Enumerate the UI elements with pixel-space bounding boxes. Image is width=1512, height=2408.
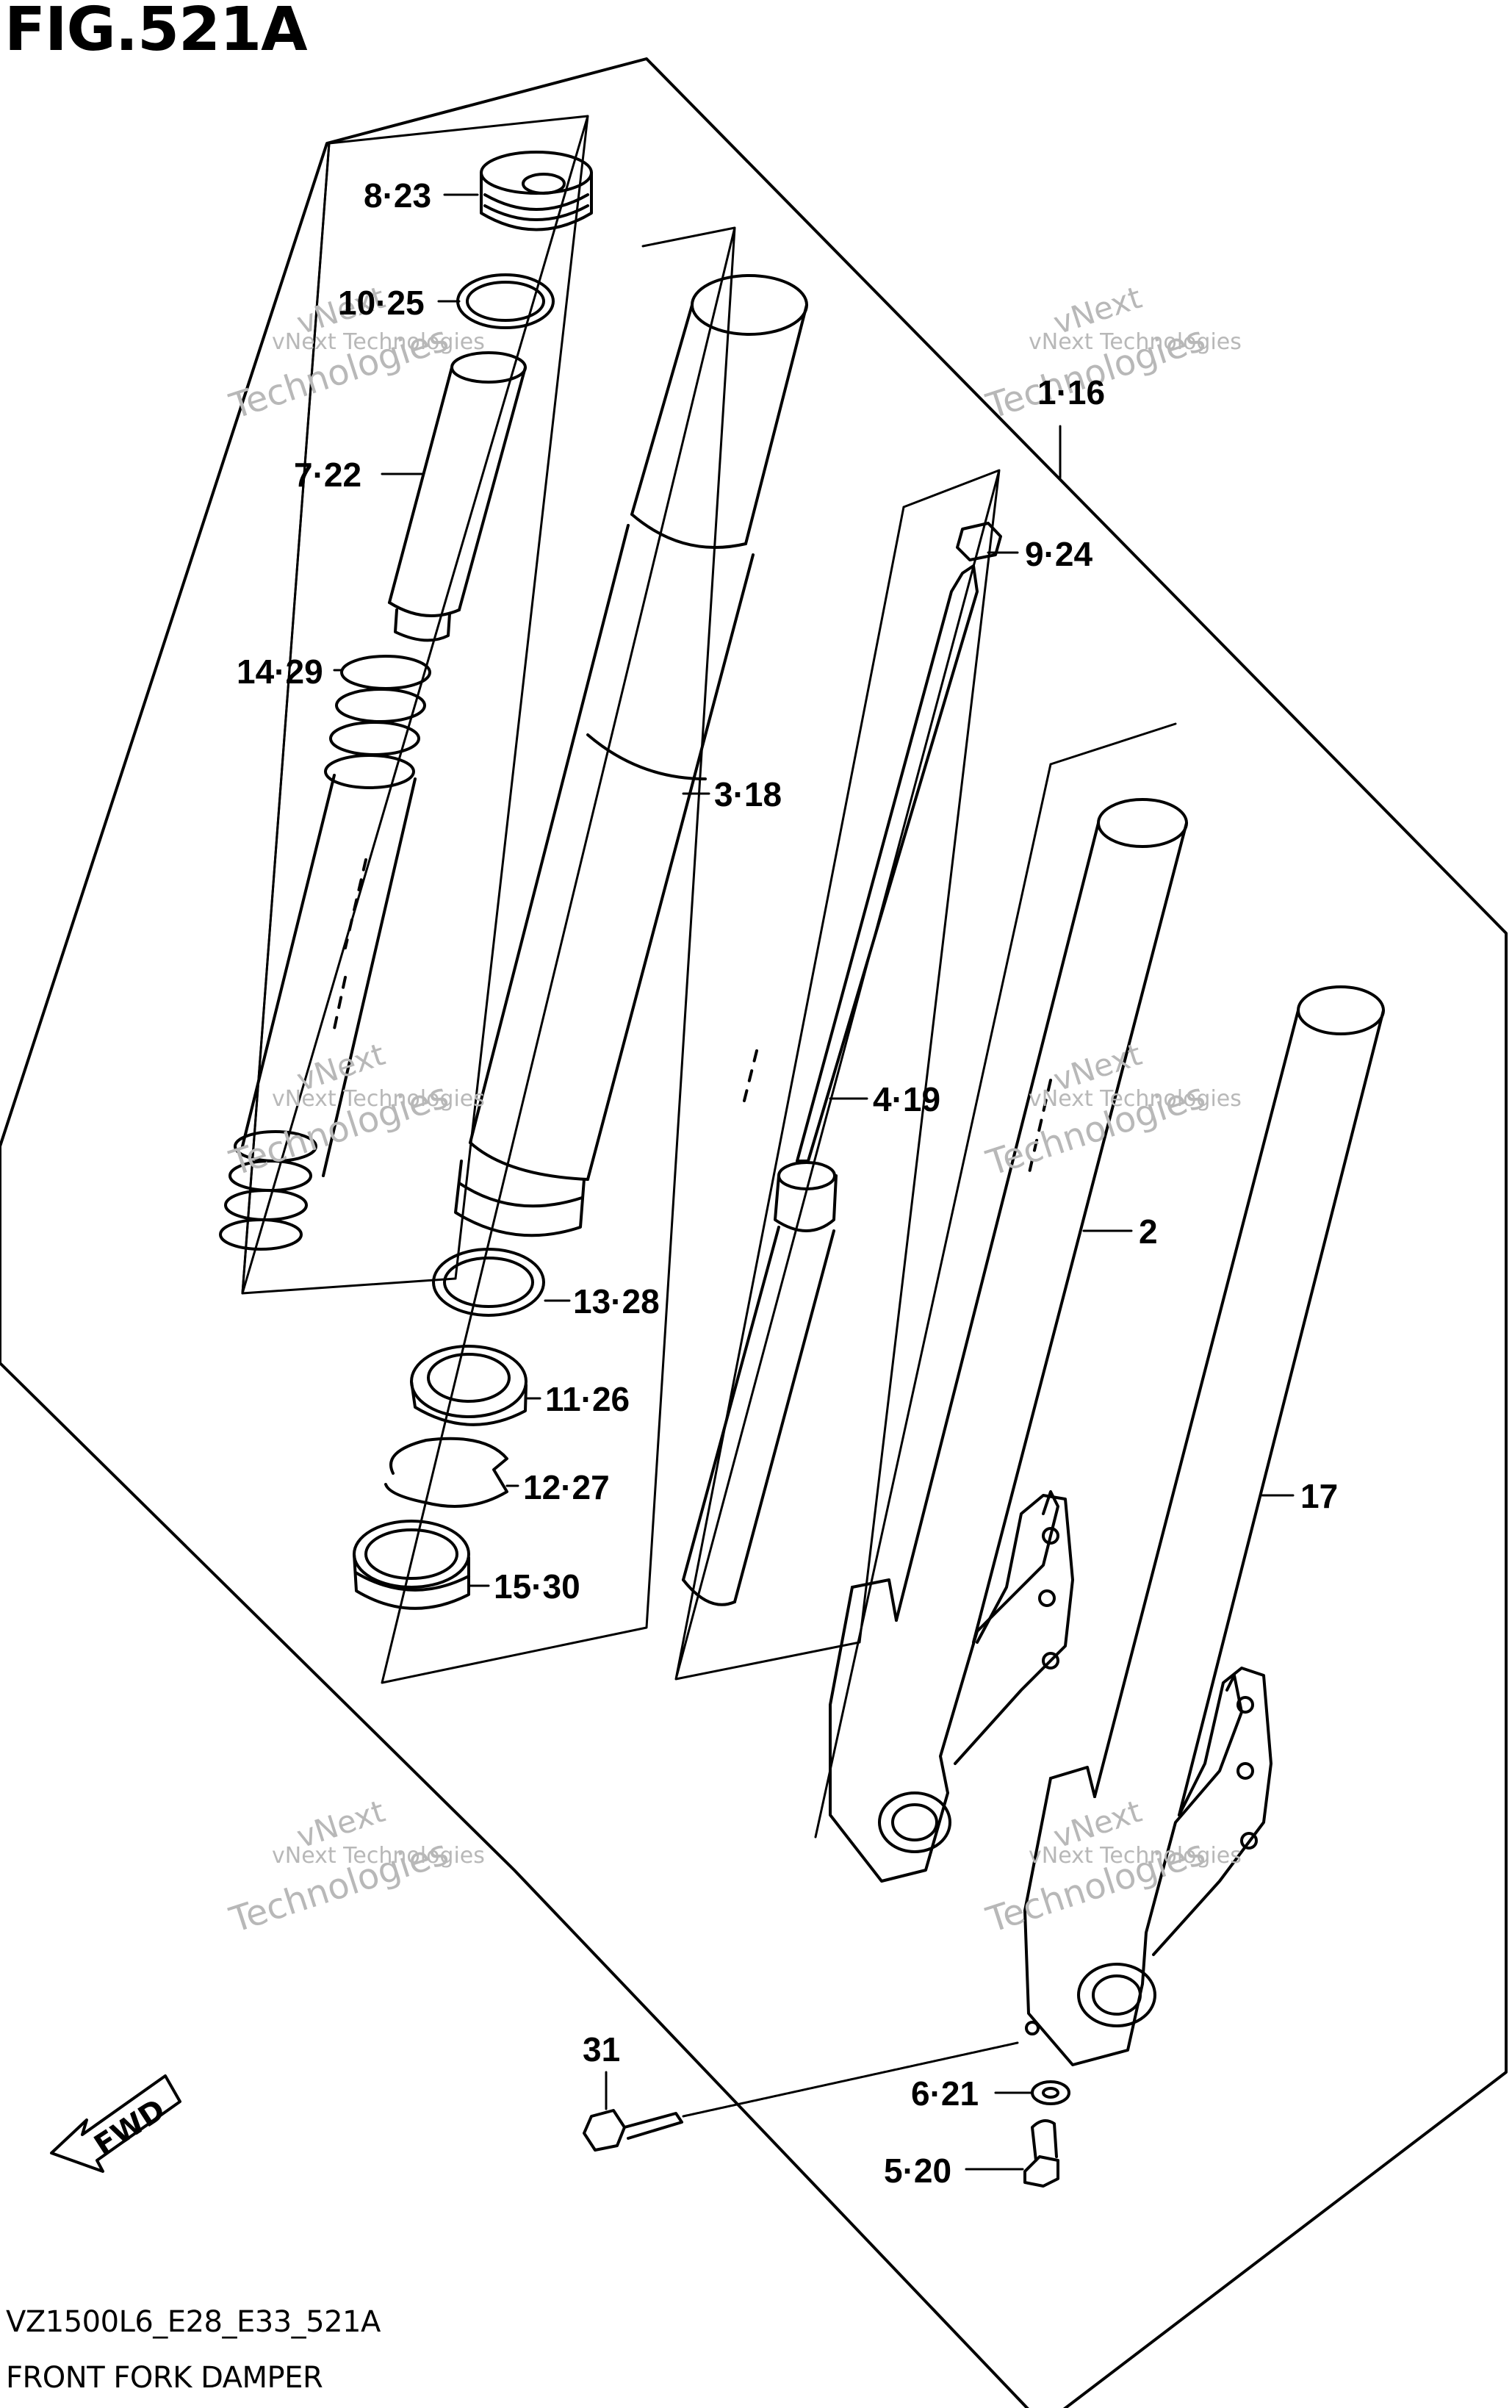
part-labels: 8·23 10·25 7·22 14·29 1·16 9·24 3·18 4·1… (237, 176, 1338, 2190)
part-label-spring: 14·29 (237, 653, 323, 691)
oil-seal-part (410, 1345, 528, 1426)
spacer-part (388, 351, 527, 642)
gasket-part (1031, 2080, 1070, 2105)
part-label-inner-tube: 3·18 (714, 775, 782, 813)
part-label-washer-ring: 13·28 (573, 1282, 660, 1320)
snap-ring-part (384, 1437, 508, 1508)
part-label-snap-ring: 12·27 (523, 1468, 610, 1506)
part-label-bolt: 31 (583, 2030, 620, 2069)
figure-title: FIG.521A (4, 0, 308, 65)
watermark-text: vNext Technologies (1029, 329, 1242, 355)
part-label-o-ring: 10·25 (338, 284, 425, 322)
group-frame-left (241, 115, 589, 1295)
outer-tube-right-part (1023, 985, 1385, 2066)
part-label-damper-rod: 4·19 (873, 1080, 940, 1118)
watermarks: vNext Technologies vNext Technologies vN… (224, 279, 1241, 1941)
watermark-text: vNext Technologies (272, 329, 485, 355)
model-code: VZ1500L6_E28_E33_521A (6, 2305, 381, 2339)
o-ring-part (456, 273, 555, 329)
watermark-text: vNext Technologies (1029, 1843, 1242, 1869)
part-label-outer-tube-right: 17 (1300, 1477, 1338, 1515)
group-frame-damper (674, 469, 1001, 1681)
washer-ring-part (432, 1248, 545, 1317)
bolt-part (583, 2109, 683, 2152)
part-label-dust-seal: 15·30 (494, 1567, 580, 1606)
watermark-text: vNext Technologies (272, 1843, 485, 1869)
part-label-oil-seal: 11·26 (545, 1380, 630, 1418)
part-label-gasket: 6·21 (911, 2074, 979, 2113)
cap-bolt-part (480, 151, 593, 231)
damper-rod-part (682, 564, 979, 1606)
part-label-cap-bolt: 8·23 (364, 176, 431, 215)
part-label-outer-tube-left: 2 (1139, 1212, 1158, 1251)
part-label-drain-bolt: 5·20 (884, 2152, 951, 2190)
fwd-arrow-icon: FWD (50, 2074, 181, 2173)
drain-bolt-part (1023, 2119, 1059, 2188)
outer-boundary (0, 57, 1508, 2408)
spring-part (219, 655, 431, 1251)
watermark-text: vNext Technologies (272, 1086, 485, 1112)
group-frame-outer (814, 722, 1177, 1839)
nut-part (956, 522, 1002, 561)
part-label-spacer: 7·22 (294, 456, 361, 494)
part-label-fork-assembly: 1·16 (1037, 373, 1105, 411)
part-label-nut: 9·24 (1025, 535, 1092, 573)
dust-seal-part (353, 1520, 470, 1610)
diagram-name: FRONT FORK DAMPER (6, 2361, 323, 2395)
group-frame-inner-tube (381, 226, 736, 1684)
watermark-text: vNext Technologies (1029, 1086, 1242, 1112)
outer-tube-left-part (829, 798, 1188, 1883)
inner-tube-part (454, 274, 808, 1237)
